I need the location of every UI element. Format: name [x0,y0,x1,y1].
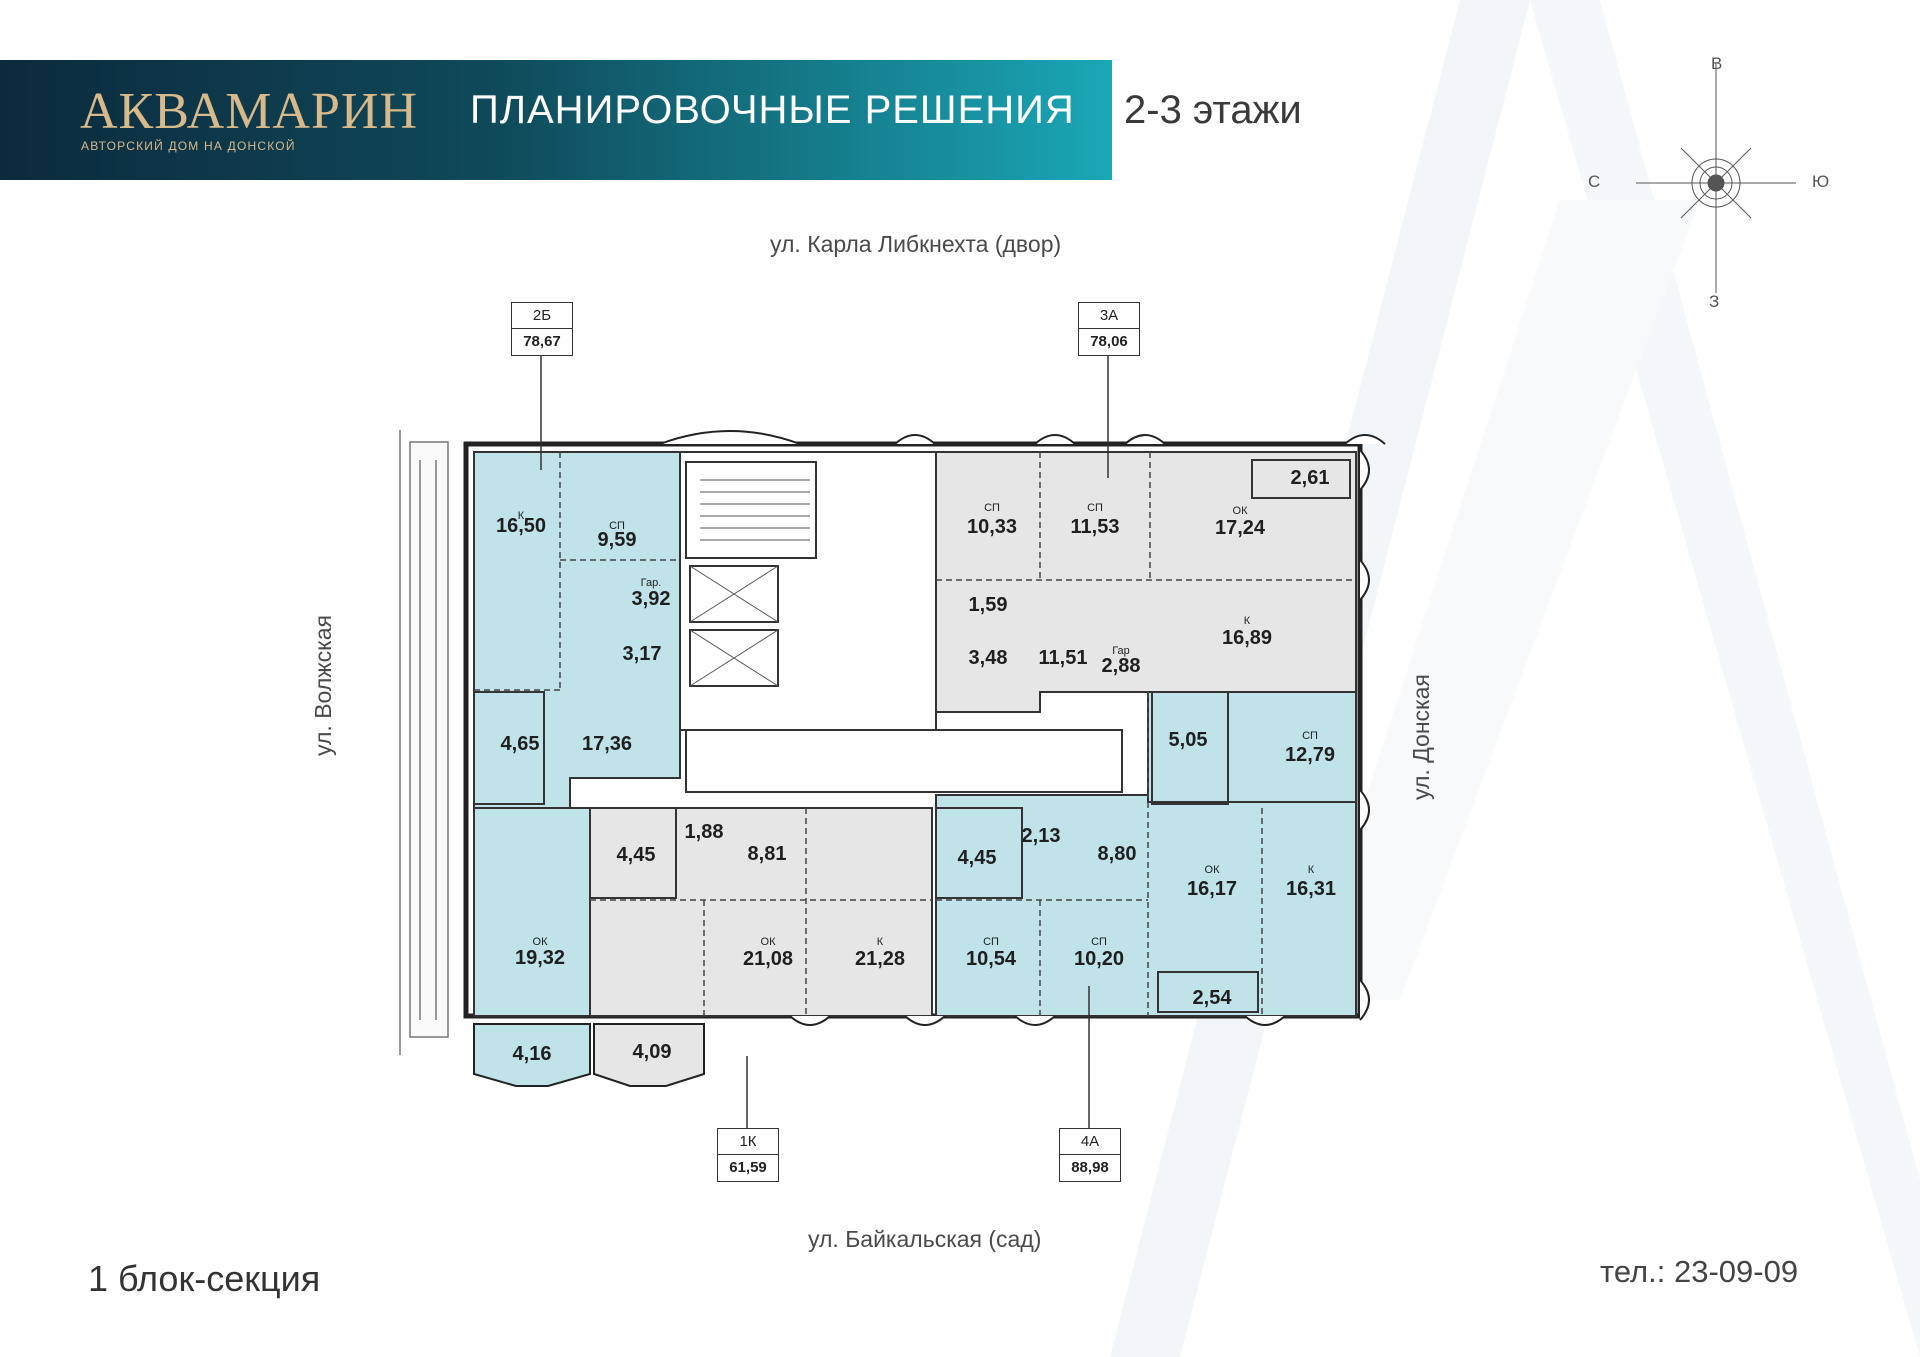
room-label: ОК [1205,864,1221,876]
apartment-area: 61,59 [729,1159,767,1176]
room-label: СП [984,502,1000,514]
room-label: К [1244,615,1251,627]
room-area: 11,53 [1071,516,1120,538]
phone-number[interactable]: тел.: 23-09-09 [1600,1254,1799,1289]
room-area: 16,89 [1222,627,1272,649]
room-area: 9,59 [598,529,637,551]
room-area: 17,36 [582,733,632,755]
apartment-code: 4А [1060,1129,1120,1155]
compass-south: З [1709,292,1720,311]
apartment-4a [935,794,1357,1017]
room-area: 2,13 [1022,825,1061,847]
room-area: 5,05 [1169,729,1208,751]
compass-east: Ю [1812,172,1830,191]
brand-logo: АКВАМАРИН [80,83,419,140]
apartment-area: 78,67 [523,333,561,350]
room-label: Гар. [641,577,662,589]
apartment-code: 2Б [512,303,572,329]
room-area: 8,80 [1098,843,1137,865]
header-band [0,60,1112,180]
page-title: ПЛАНИРОВОЧНЫЕ РЕШЕНИЯ [470,88,1075,132]
room-area: 4,16 [513,1043,552,1065]
room-label: СП [1091,936,1107,948]
street-top: ул. Карла Либкнехта (двор) [770,231,1062,257]
room-area: 10,33 [967,516,1017,538]
room-area: 11,51 [1039,647,1088,669]
room-label: К [1308,864,1315,876]
room-area: 16,50 [496,515,546,537]
room-area: 4,09 [633,1041,672,1063]
adjacent-building [399,430,449,1055]
room-area: 12,79 [1285,744,1335,766]
room-label: ОК [533,936,549,948]
apartment-tag-3a[interactable]: 3А 78,06 [1078,302,1140,356]
room-area: 4,65 [501,733,540,755]
room-label: ОК [1233,505,1249,517]
room-area: 4,45 [958,847,997,869]
room-area: 1,59 [969,594,1008,616]
room-area: 8,81 [748,843,787,865]
apartment-code: 3А [1079,303,1139,329]
room-label: ОК [761,936,777,948]
room-label: СП [609,520,625,532]
room-area: 3,92 [632,588,671,610]
room-area: 3,48 [969,647,1008,669]
room-area: 2,61 [1291,467,1330,489]
room-label: Гар [1112,645,1130,657]
apartment-area: 78,06 [1090,333,1128,350]
room-area: 10,54 [966,948,1017,970]
floors-label: 2-3 этажи [1124,88,1302,132]
apartment-4a-bedroom [1147,691,1357,803]
room-area: 1,88 [685,821,724,843]
brand-subtitle: АВТОРСКИЙ ДОМ НА ДОНСКОЙ [81,139,296,153]
apartment-3a [935,451,1357,713]
section-label: 1 блок-секция [88,1258,321,1299]
room-area: 21,08 [743,948,793,970]
apartment-code: 1К [718,1129,778,1155]
compass-north: В [1711,54,1723,73]
apartment-tag-1k[interactable]: 1К 61,59 [717,1128,779,1182]
room-label: К [877,936,884,948]
room-area: 17,24 [1215,517,1266,539]
room-label: СП [1087,502,1103,514]
staircase [685,461,817,559]
room-area: 3,17 [623,643,662,665]
apartment-tag-2b[interactable]: 2Б 78,67 [511,302,573,356]
compass-west: С [1588,172,1601,191]
room-label: СП [983,936,999,948]
room-area: 10,20 [1074,948,1124,970]
room-area: 21,28 [855,948,905,970]
room-label: К [518,510,525,522]
apartment-1k-ok [473,807,591,1017]
room-area: 4,45 [617,844,656,866]
room-area: 16,31 [1286,878,1336,900]
room-area: 2,54 [1193,987,1233,1009]
room-label: СП [1302,730,1318,742]
room-area: 2,88 [1102,655,1141,677]
apartment-tag-4a[interactable]: 4А 88,98 [1059,1128,1121,1182]
room-area: 19,32 [515,947,565,969]
corridor [685,729,1123,793]
apartment-1k [589,807,933,1017]
street-bottom: ул. Байкальская (сад) [808,1226,1042,1252]
balcony-1 [473,1023,591,1087]
apartment-area: 88,98 [1071,1159,1109,1176]
room-area: 16,17 [1187,878,1237,900]
balcony-2 [593,1023,705,1087]
